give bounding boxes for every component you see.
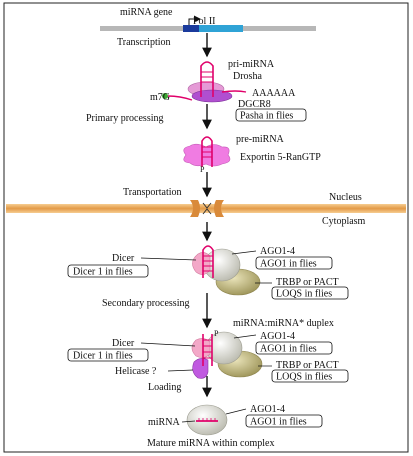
duplex-ago-flies-box: [255, 341, 333, 355]
duplex-dicer-shape: [191, 338, 211, 358]
step-transcription: Transcription: [117, 37, 171, 48]
ago-label: AGO1-4: [260, 246, 295, 257]
dicer-label: Dicer: [112, 253, 135, 264]
nuclear-pore-left: [190, 200, 200, 217]
mature-ago-flies-box: [245, 414, 323, 428]
ago-flies-box: [255, 256, 333, 270]
ago-flies-label: AGO1 in flies: [260, 259, 317, 270]
step-secondary-processing: Secondary processing: [102, 298, 189, 309]
step-transportation: Transportation: [123, 187, 182, 198]
mature-ago-pointer: [225, 408, 247, 415]
gene-body: [199, 25, 243, 32]
helicase-pointer: [167, 369, 194, 372]
dicer-flies-box: [67, 264, 149, 278]
dicer-pointer: [140, 257, 197, 261]
mature-ago-label: AGO1-4: [250, 404, 285, 415]
duplex-loqs-box: [271, 369, 349, 383]
pre-mirna-label: pre-miRNA: [236, 134, 285, 145]
promoter-arrow-icon: [188, 15, 201, 26]
membrane-band: [6, 204, 406, 213]
mirna-gene: miRNA gene Pol II: [100, 7, 316, 32]
pri-mirna-label: pri-miRNA: [228, 59, 275, 70]
gene-label: miRNA gene: [120, 7, 173, 18]
figure-frame: [3, 2, 409, 453]
duplex-dicer-label: Dicer: [112, 338, 135, 349]
mature-mirna-pointer: [181, 420, 196, 423]
dicer-complex: Dicer Dicer 1 in flies AGO1-4 AGO1 in fl…: [67, 245, 349, 300]
nuclear-pore-right: [214, 200, 224, 217]
duplex-dicer-flies-label: Dicer 1 in flies: [73, 351, 133, 362]
pri-mirna-complex: pri-miRNA Drosha AAAAAA m7G DGCR8 Pasha …: [150, 59, 307, 122]
duplex-ago-flies-label: AGO1 in flies: [260, 344, 317, 355]
polya-label: AAAAAA: [252, 88, 296, 99]
mature-mirna-label: miRNA: [148, 417, 180, 428]
cytoplasm-label: Cytoplasm: [322, 216, 366, 227]
polymerase-label: Pol II: [193, 16, 216, 27]
pri-hairpin: [200, 61, 214, 97]
exportin-shape: [183, 143, 231, 167]
dicer-shape: [192, 252, 211, 275]
nuclear-membrane: Nucleus Cytoplasm: [6, 192, 406, 227]
duplex-label: miRNA:miRNA* duplex: [233, 318, 334, 329]
step-loading: Loading: [148, 382, 181, 393]
dicer-flies-label: Dicer 1 in flies: [73, 267, 133, 278]
duplex-dicer-pointer: [140, 342, 196, 347]
duplex-loqs-label: LOQS in flies: [276, 372, 332, 383]
pore-channel-icon: [202, 202, 212, 215]
duplex-dicer-flies-box: [67, 348, 149, 362]
mature-caption: Mature miRNA within complex: [147, 438, 275, 449]
mature-complex: miRNA AGO1-4 AGO1 in flies Mature miRNA …: [147, 404, 323, 449]
duplex-phosphate: P: [214, 329, 219, 338]
dicer-bound-hairpin: [202, 245, 214, 278]
nucleus-label: Nucleus: [329, 192, 362, 203]
duplex-complex: miRNA:miRNA* duplex P Dicer Dicer 1 in f…: [67, 318, 349, 383]
m7g-cap-icon: [162, 93, 168, 99]
ago-pointer: [231, 250, 257, 255]
loqs-label: LOQS in flies: [276, 289, 332, 300]
duplex-trbp-label: TRBP or PACT: [276, 360, 339, 371]
trbp-label: TRBP or PACT: [276, 277, 339, 288]
m7g-label: m7G: [150, 92, 170, 103]
mature-ago-flies-label: AGO1 in flies: [250, 417, 307, 428]
step-primary-processing: Primary processing: [86, 113, 164, 124]
drosha-label: Drosha: [233, 71, 262, 82]
pri-polya-tail: [221, 90, 247, 93]
dgcr8-label: DGCR8: [238, 99, 271, 110]
pre-mirna-complex: pre-miRNA P Exportin 5-RanGTP: [183, 134, 321, 174]
duplex-ago-label: AGO1-4: [260, 331, 295, 342]
pre-hairpin: [201, 136, 213, 167]
dgcr8-shape: [191, 89, 233, 103]
helicase-shape: [192, 358, 209, 379]
loqs-box: [271, 286, 349, 300]
pasha-label: Pasha in flies: [240, 111, 293, 122]
pre-mirna-phosphate: P: [200, 165, 205, 174]
promoter-region: [183, 25, 199, 32]
duplex-ago-pointer: [233, 334, 257, 339]
helicase-label: Helicase ?: [115, 366, 157, 377]
pri-5prime-tail: [167, 95, 193, 101]
exportin-label: Exportin 5-RanGTP: [240, 152, 321, 163]
pasha-box: [235, 108, 307, 122]
